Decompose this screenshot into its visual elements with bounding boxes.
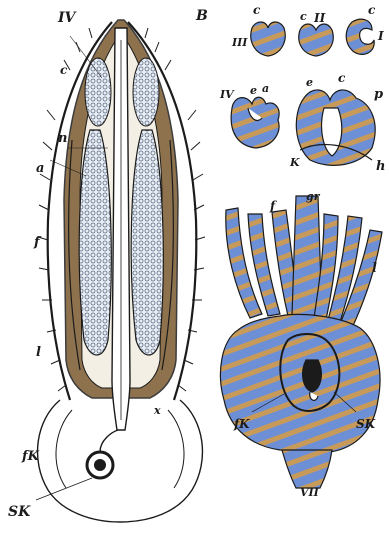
anther-left [79,130,111,355]
label-c-V: c [338,71,346,85]
petal-lobes [226,196,382,328]
label-IV-small: IV [219,88,235,101]
label-fK-VII: fK [233,417,250,431]
label-c-II: c [300,10,307,23]
label-a-main: a [36,161,44,176]
label-III: III [231,36,248,49]
stage-III [251,22,285,56]
flower-stalk [282,450,332,488]
label-gr: gr [306,190,321,203]
label-II: II [313,11,326,25]
stage-I [346,19,374,54]
label-n: n [58,131,67,146]
label-c-I: c [368,3,376,17]
label-f-main: f [33,235,42,250]
stage-II [299,24,333,56]
label-VII: VII [300,486,320,499]
label-l-main: l [36,345,41,360]
main-section-figure [36,20,205,522]
label-IV: IV [57,10,78,26]
label-SK-VII: SK [356,417,376,431]
label-c-III: c [253,3,261,17]
label-e-IV: e [250,84,257,97]
upper-pollen-left [85,58,111,126]
label-B: B [195,8,208,24]
label-a-IV: a [262,82,269,95]
anther-right [131,130,163,355]
label-SK-main: SK [8,504,31,520]
label-x: x [153,404,161,417]
stage-IV [231,97,279,148]
label-p: p [374,87,383,102]
label-e-V: e [306,76,313,89]
upper-pollen-right [133,58,159,126]
flower-figure-VII [220,196,382,488]
label-l-VII: l [372,261,377,276]
label-fK-main: fK [21,449,40,464]
label-c-main: c [60,63,68,77]
label-K: K [289,156,300,169]
label-I: I [377,29,384,43]
label-h: h [376,159,385,174]
